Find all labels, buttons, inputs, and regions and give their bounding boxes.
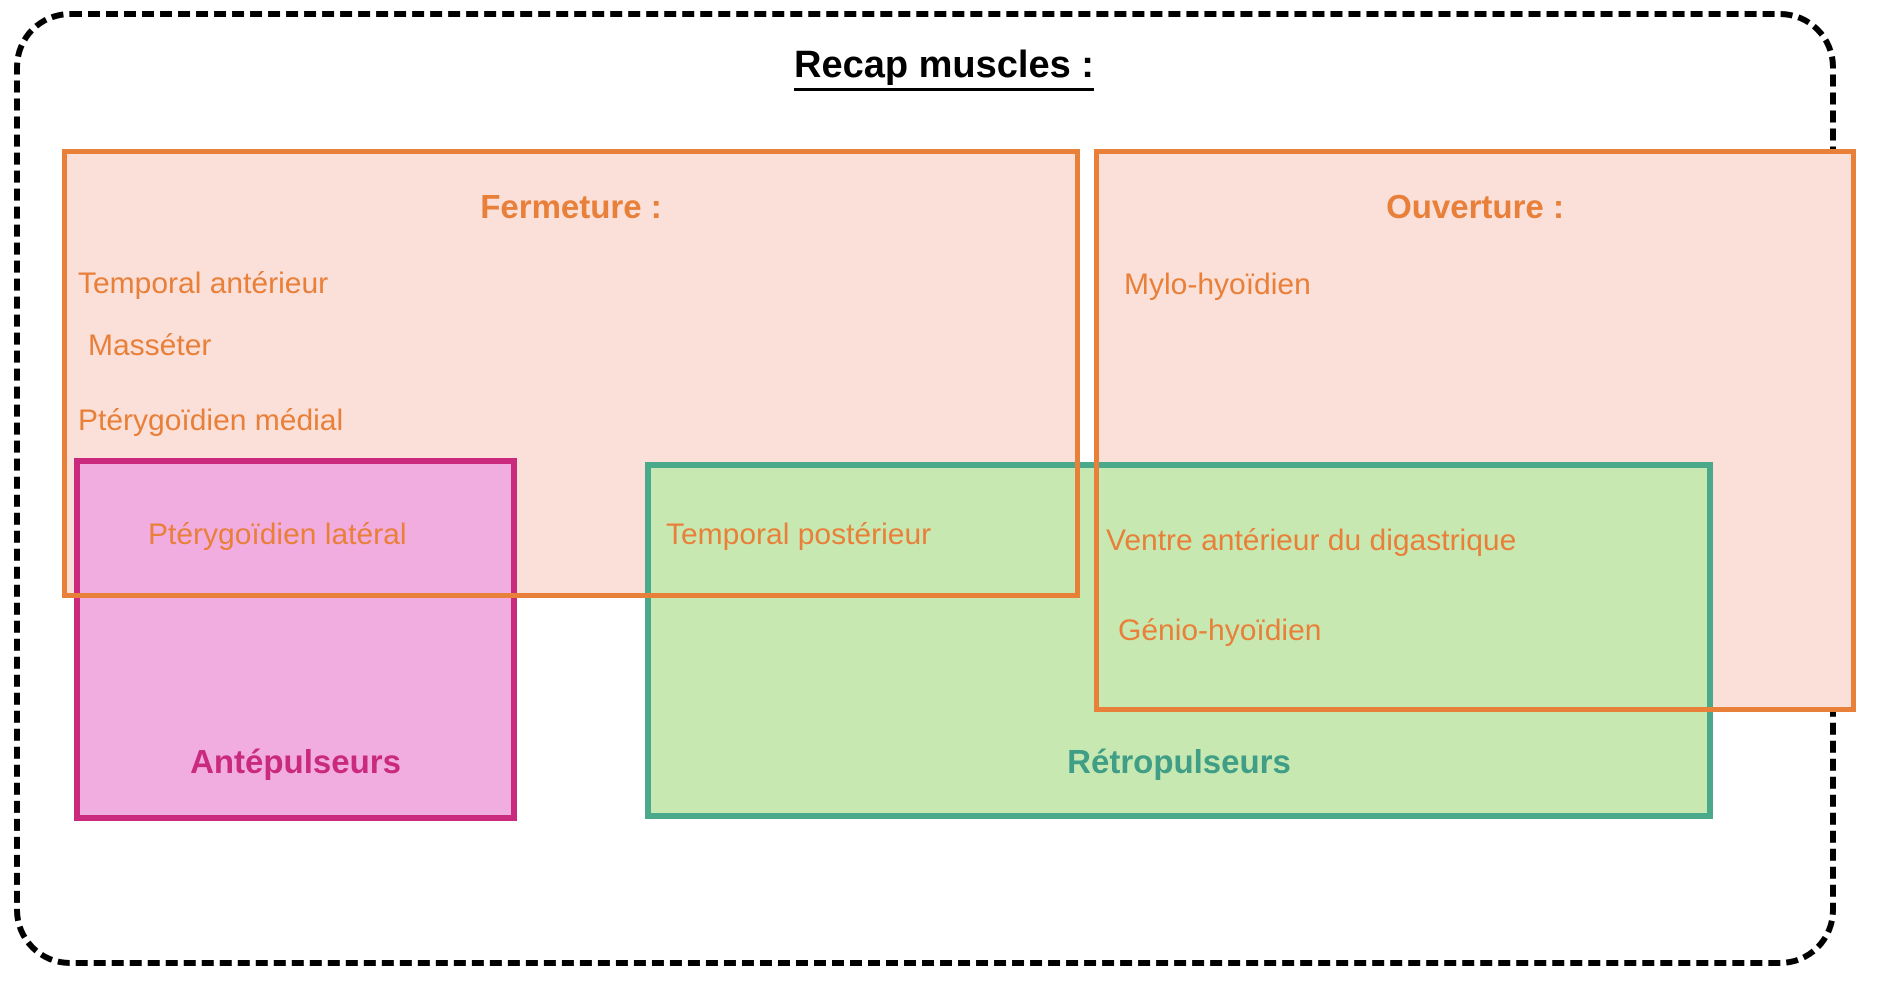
page-title-text: Recap muscles :: [794, 44, 1094, 91]
heading-fermeture: Fermeture :: [480, 188, 662, 225]
group-box-antepulseurs: [74, 458, 517, 821]
muscle-pterygoidien-lateral: Ptérygoïdien latéral: [148, 518, 407, 551]
muscle-temporal-anterieur: Temporal antérieur: [78, 267, 329, 300]
group-box-retropulseurs: [645, 462, 1713, 819]
muscle-genio-hyoidien: Génio-hyoïdien: [1118, 614, 1322, 647]
muscle-pterygoidien-medial: Ptérygoïdien médial: [78, 404, 344, 437]
muscle-temporal-posterieur: Temporal postérieur: [666, 518, 932, 551]
muscle-masseter: Masséter: [88, 329, 212, 362]
muscle-mylo-hyoidien: Mylo-hyoïdien: [1124, 268, 1311, 301]
muscle-ventre-anterieur-du-digastrique: Ventre antérieur du digastrique: [1106, 524, 1517, 557]
page-title: Recap muscles :: [0, 44, 1888, 91]
label-retropulseurs: Rétropulseurs: [1067, 743, 1291, 780]
label-antepulseurs: Antépulseurs: [190, 743, 401, 780]
heading-ouverture: Ouverture :: [1386, 188, 1564, 225]
